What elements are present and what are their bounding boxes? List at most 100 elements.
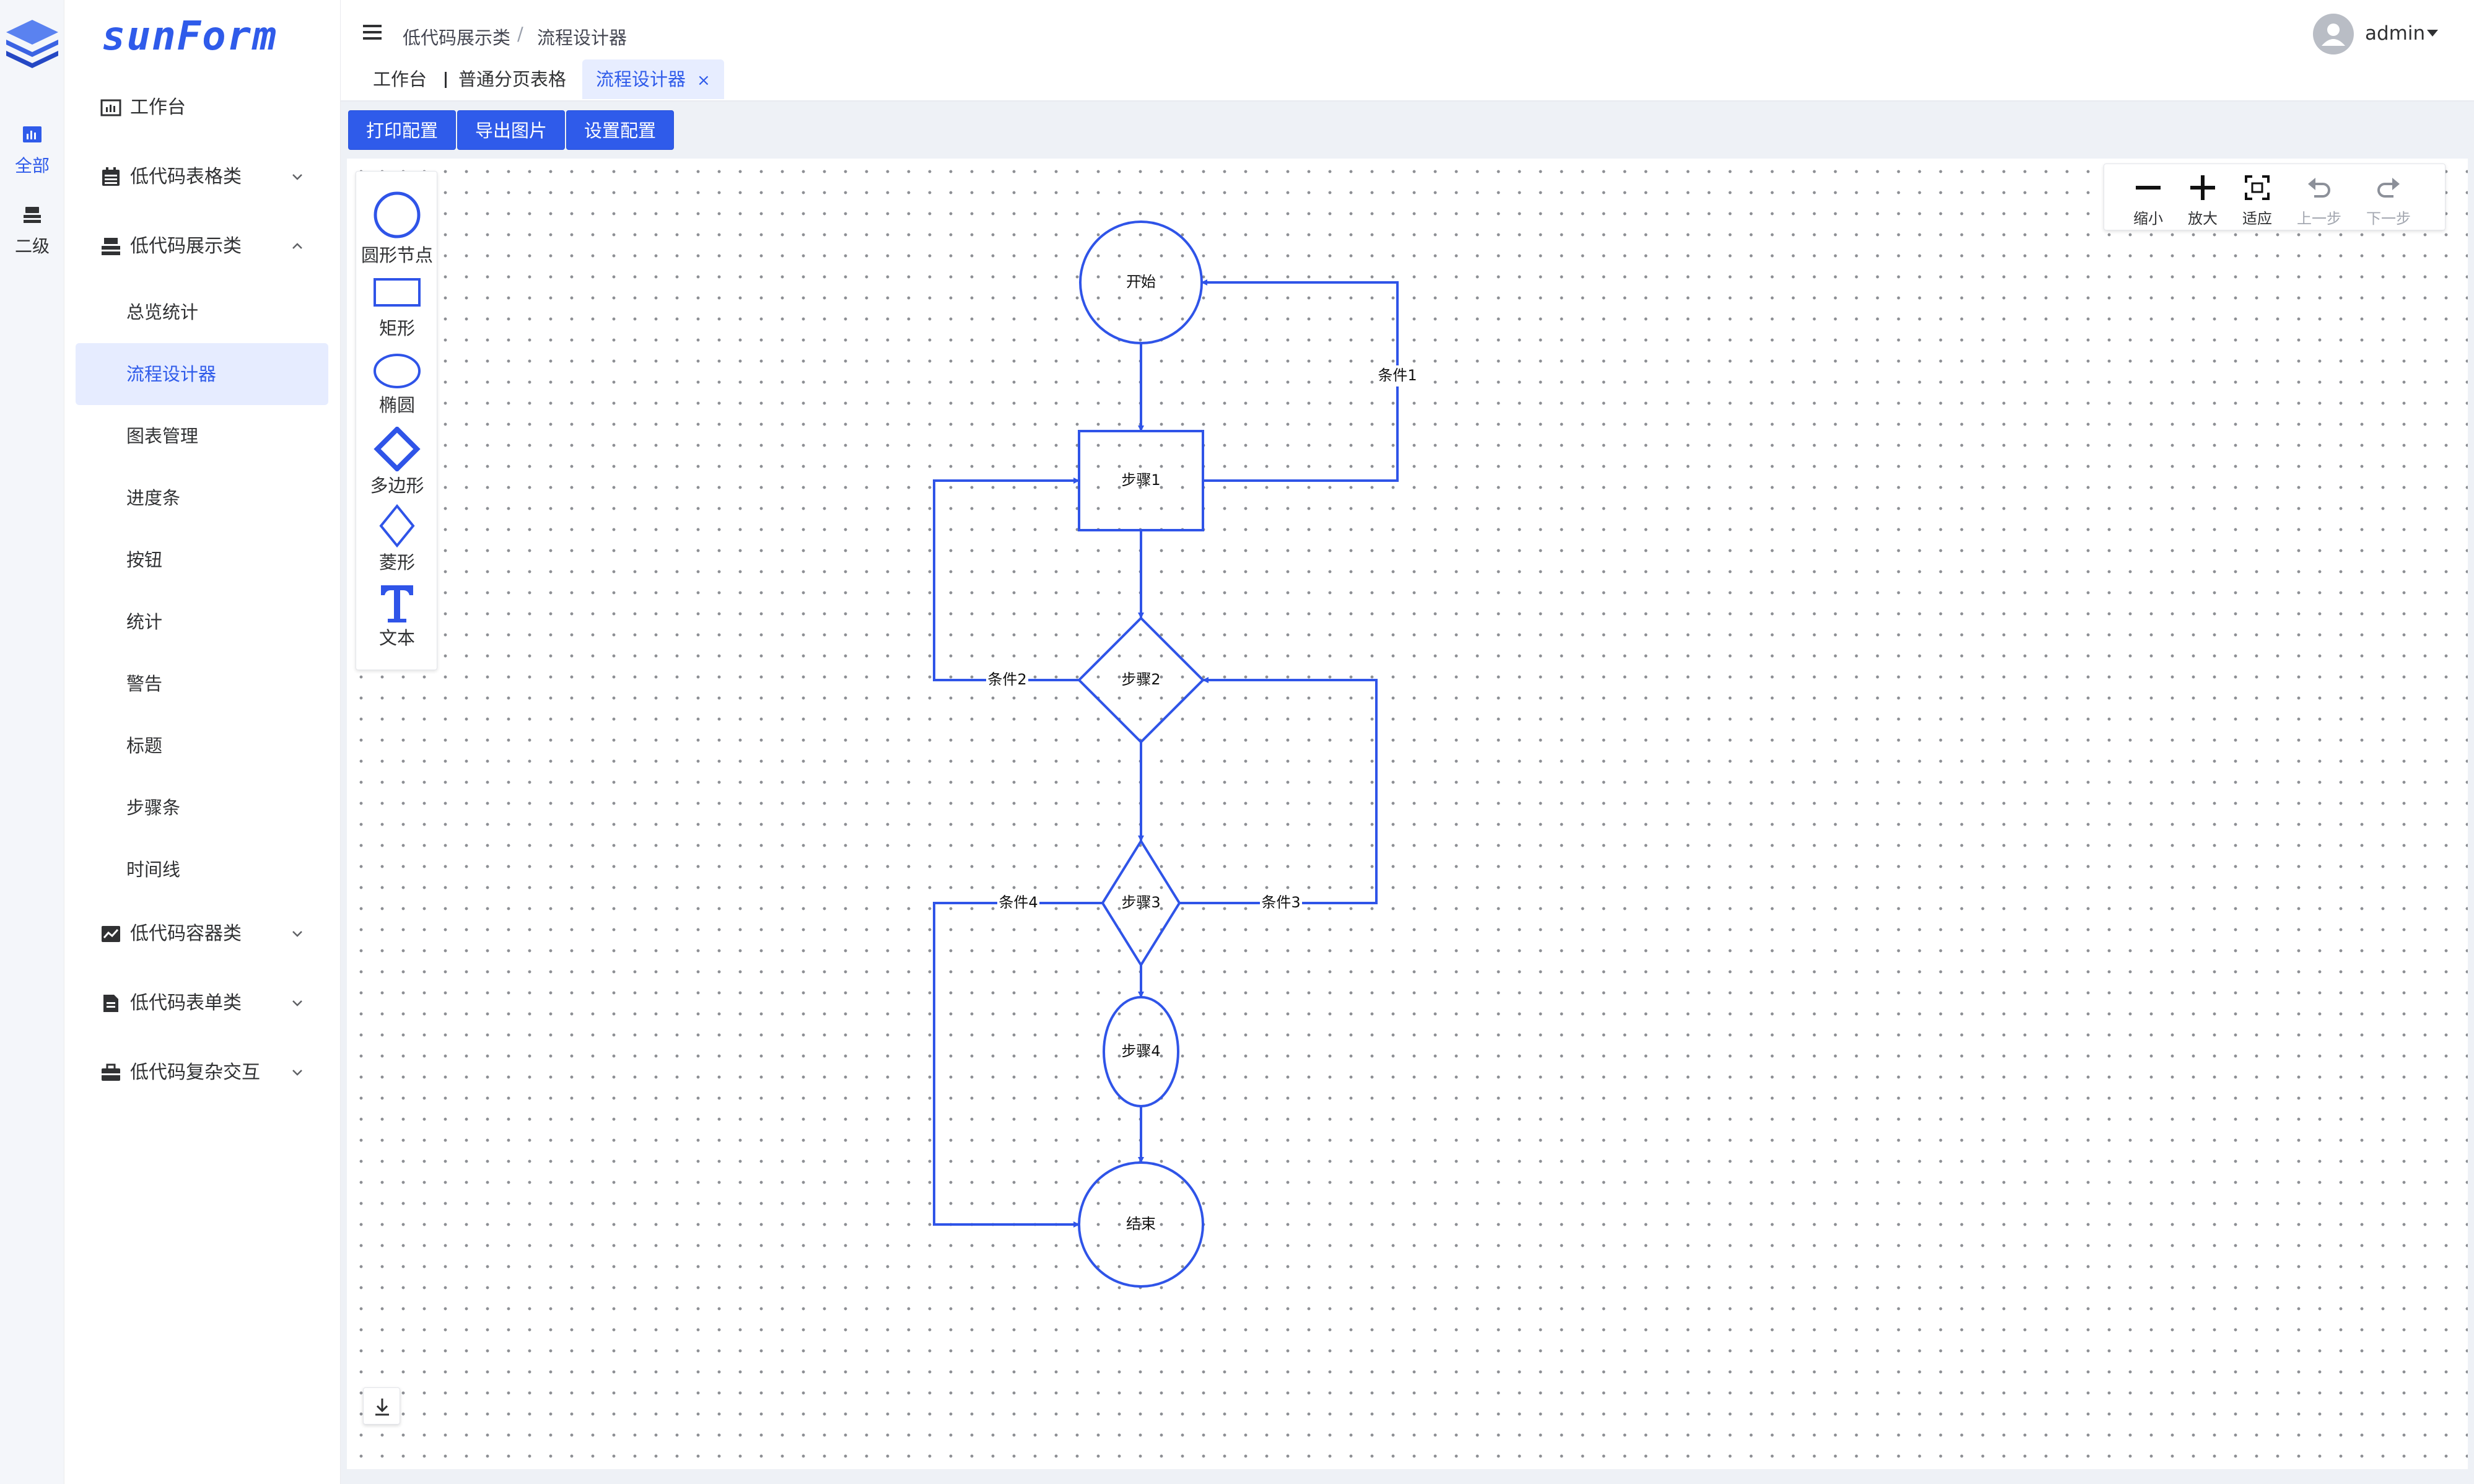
circle-node-icon: [374, 191, 421, 238]
palette-label: 矩形: [378, 318, 415, 339]
tabs-bar: 工作台 普通分页表格 流程设计器 ×: [341, 55, 2474, 102]
menu-container-category[interactable]: 低代码容器类: [64, 903, 341, 965]
node-end-label: 结束: [1126, 1215, 1156, 1233]
menu-item-steps[interactable]: 步骤条: [76, 777, 328, 839]
tab-divider: [445, 72, 447, 88]
line-chart-icon: [102, 926, 120, 942]
undo-icon: [2308, 178, 2330, 198]
settings-config-button[interactable]: 设置配置: [566, 110, 675, 150]
print-config-button[interactable]: 打印配置: [348, 110, 457, 150]
menu-workbench[interactable]: 工作台: [64, 77, 341, 139]
node-start-label: 开始: [1126, 273, 1156, 290]
undo-button[interactable]: 上一步: [2291, 164, 2347, 231]
app-rail: 全部 二级: [0, 0, 64, 1484]
menu-item-label: 按钮: [126, 549, 163, 570]
menu-interaction-category[interactable]: 低代码复杂交互: [64, 1042, 341, 1104]
download-button[interactable]: [363, 1387, 400, 1425]
shape-palette: 圆形节点 矩形 椭圆 多边形 菱形 文本: [356, 171, 437, 670]
close-icon[interactable]: ×: [697, 71, 710, 90]
tab-flow-designer[interactable]: 流程设计器 ×: [582, 59, 724, 99]
zoom-toolbar: 缩小 放大 适应 上一步: [2104, 164, 2446, 230]
menu-item-timeline[interactable]: 时间线: [76, 839, 328, 901]
rail-item-level2[interactable]: 二级: [0, 194, 64, 269]
palette-label: 文本: [378, 627, 415, 648]
fit-view-button[interactable]: 适应: [2229, 164, 2285, 231]
palette-label: 椭圆: [378, 395, 415, 416]
redo-label: 下一步: [2366, 210, 2411, 227]
tab-flow-designer-label: 流程设计器: [596, 69, 686, 90]
edge-condition2-label: 条件2: [987, 671, 1026, 688]
layers-icon: [102, 238, 120, 255]
menu-item-chart-manage[interactable]: 图表管理: [76, 405, 328, 467]
avatar[interactable]: [2313, 14, 2354, 55]
chevron-down-icon: [292, 174, 302, 180]
briefcase-icon: [102, 1063, 120, 1081]
menu-toggle-icon[interactable]: [363, 25, 382, 40]
palette-label: 圆形节点: [361, 245, 433, 266]
redo-icon: [2377, 178, 2400, 198]
rectangle-icon: [374, 278, 421, 307]
fit-view-label: 适应: [2242, 210, 2272, 227]
main-content: 打印配置 导出图片 设置配置 圆形节点 矩形 椭圆 多边形 菱形: [341, 102, 2474, 1484]
flow-canvas[interactable]: 圆形节点 矩形 椭圆 多边形 菱形 文本: [347, 159, 2468, 1469]
redo-button[interactable]: 下一步: [2361, 164, 2416, 231]
palette-rectangle[interactable]: 矩形: [356, 277, 438, 352]
menu-item-flow-designer[interactable]: 流程设计器: [76, 343, 328, 405]
breadcrumb-current: 流程设计器: [537, 27, 627, 48]
zoom-out-label: 缩小: [2133, 210, 2163, 227]
edge-condition1-label: 条件1: [1378, 367, 1417, 384]
menu-item-progress[interactable]: 进度条: [76, 467, 328, 529]
rail-label-level2: 二级: [14, 236, 50, 256]
layers-icon: [24, 207, 41, 223]
menu-item-label: 流程设计器: [126, 364, 217, 385]
palette-circle-node[interactable]: 圆形节点: [356, 190, 438, 266]
palette-ellipse[interactable]: 椭圆: [356, 352, 438, 428]
rail-item-all[interactable]: 全部: [0, 114, 64, 188]
menu-item-overview[interactable]: 总览统计: [76, 281, 328, 343]
rail-label-all: 全部: [14, 155, 50, 176]
breadcrumb-item[interactable]: 低代码展示类: [403, 27, 511, 48]
menu-display-category[interactable]: 低代码展示类: [64, 216, 341, 277]
palette-diamond[interactable]: 菱形: [356, 504, 438, 579]
node-step1-label: 步骤1: [1121, 471, 1160, 489]
edge-condition4-label: 条件4: [999, 894, 1038, 911]
menu-item-statistic[interactable]: 统计: [76, 591, 328, 653]
zoom-out-button[interactable]: 缩小: [2120, 164, 2176, 231]
brand-logo-text: sunForm: [102, 14, 278, 59]
chevron-down-icon: [292, 1070, 302, 1076]
palette-label: 菱形: [378, 552, 415, 573]
menu-form-category[interactable]: 低代码表单类: [64, 972, 341, 1034]
username: admin: [2365, 22, 2426, 45]
menu-item-label: 警告: [126, 673, 163, 694]
zoom-in-label: 放大: [2188, 210, 2218, 227]
palette-polygon[interactable]: 多边形: [356, 427, 438, 502]
fit-view-icon: [2245, 175, 2270, 200]
tab-paged-table[interactable]: 普通分页表格: [458, 69, 567, 90]
tab-workbench[interactable]: 工作台: [373, 69, 427, 90]
caret-down-icon: [2427, 30, 2438, 37]
zoom-in-button[interactable]: 放大: [2175, 164, 2231, 231]
top-header: 低代码展示类 / 流程设计器 admin: [341, 0, 2474, 55]
plus-icon: [2190, 175, 2215, 200]
menu-workbench-label: 工作台: [130, 97, 186, 118]
menu-display-category-label: 低代码展示类: [130, 235, 242, 257]
menu-form-category-label: 低代码表单类: [130, 992, 242, 1014]
menu-interaction-category-label: 低代码复杂交互: [130, 1062, 260, 1083]
user-menu[interactable]: admin: [2313, 14, 2474, 57]
menu-item-label: 统计: [126, 611, 163, 632]
menu-item-button[interactable]: 按钮: [76, 529, 328, 591]
edge-condition2: [933, 478, 1080, 681]
menu-item-alert[interactable]: 警告: [76, 653, 328, 715]
menu-item-title[interactable]: 标题: [76, 715, 328, 777]
palette-text[interactable]: 文本: [356, 580, 438, 656]
edge-condition4: [933, 902, 1103, 1228]
minus-icon: [2136, 186, 2161, 190]
node-step4-label: 步骤4: [1121, 1042, 1160, 1060]
menu-table-category[interactable]: 低代码表格类: [64, 146, 341, 208]
download-icon: [375, 1399, 389, 1416]
edge-condition1: [1201, 279, 1399, 482]
export-image-button[interactable]: 导出图片: [457, 110, 566, 150]
chevron-down-icon: [292, 931, 302, 937]
dashboard-icon: [100, 99, 121, 116]
menu-item-label: 总览统计: [126, 302, 199, 323]
